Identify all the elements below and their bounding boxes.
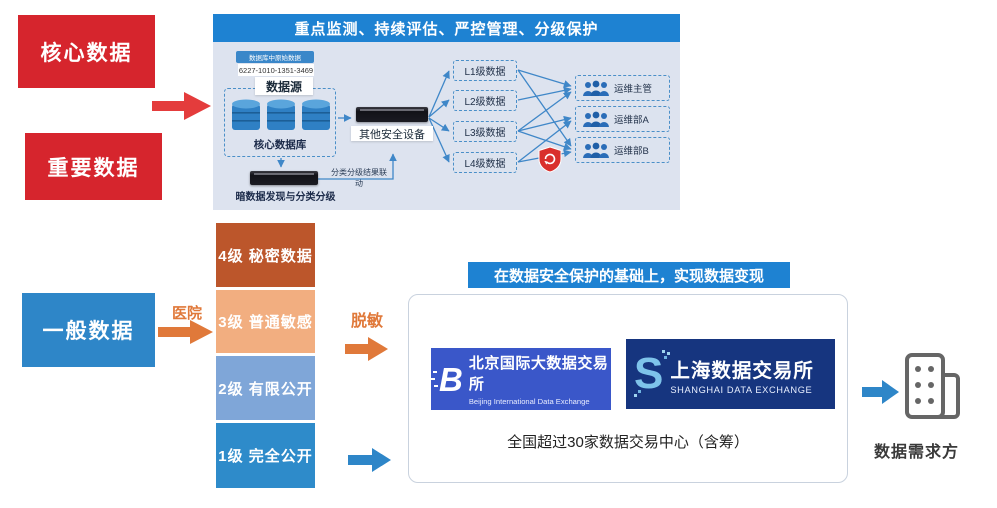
general-data-box: 一般数据: [22, 293, 155, 367]
class-level-1: 1级 完全公开: [216, 423, 315, 488]
security-device-label: 其他安全设备: [359, 128, 425, 141]
class-level-2: 2级 有限公开: [216, 356, 315, 420]
ops-supervisor-label: 运维主管: [614, 84, 653, 95]
level-l1-box: L1级数据: [453, 60, 517, 81]
data-source-label: 数据源: [265, 79, 302, 94]
beijing-exchange-name-en: Beijing International Data Exchange: [468, 397, 590, 406]
linkage-label: 分类分级结果联动: [331, 168, 387, 188]
shanghai-exchange-name-en: SHANGHAI DATA EXCHANGE: [670, 384, 813, 395]
dark-data-device-icon: [250, 171, 318, 185]
class-level-4: 4级 秘密数据: [216, 223, 315, 287]
hospital-arrow: [158, 320, 213, 344]
team-icon: [583, 80, 609, 96]
shanghai-exchange-mark-icon: S: [634, 349, 665, 398]
class-level-3: 3级 普通敏感: [216, 290, 315, 353]
team-icon: [583, 142, 609, 158]
shield-sync-icon: [538, 146, 562, 173]
ops-dept-b-label: 运维部B: [614, 146, 649, 157]
database-icons: [232, 99, 330, 130]
level-l3-box: L3级数据: [453, 121, 517, 142]
card-number-value: 6227-1010-1351-3469: [238, 65, 314, 75]
ops-dept-b-box: 运维部B: [575, 137, 670, 163]
core-data-label: 核心数据: [40, 41, 133, 65]
ops-dept-a-label: 运维部A: [614, 115, 649, 126]
monetization-title-bar: 在数据安全保护的基础上，实现数据变现: [468, 262, 790, 288]
desensitize-label: 脱敏: [350, 313, 383, 330]
security-device-icon: [356, 107, 428, 122]
data-demand-label: 数据需求方: [874, 444, 960, 461]
hospital-label: 医院: [171, 305, 202, 322]
card-number-chip: 6227-1010-1351-3469: [238, 64, 314, 76]
beijing-exchange-mark-icon: B: [433, 363, 463, 396]
important-data-label: 重要数据: [47, 156, 140, 180]
dark-data-label: 暗数据发现与分类分级: [235, 192, 336, 203]
exchange-caption: 全国超过30家数据交易中心（含筹）: [507, 434, 749, 451]
red-arrow: [152, 92, 211, 120]
ops-dept-a-box: 运维部A: [575, 106, 670, 132]
important-data-box: 重要数据: [25, 133, 162, 200]
level-l4-box: L4级数据: [453, 152, 517, 173]
general-data-label: 一般数据: [42, 320, 135, 343]
monetization-title: 在数据安全保护的基础上，实现数据变现: [493, 267, 764, 285]
raw-data-tag-label: 数据库中原始数据: [249, 55, 301, 62]
public-data-arrow: [348, 448, 391, 472]
raw-data-tag: 数据库中原始数据: [236, 51, 314, 63]
level-l2-box: L2级数据: [453, 90, 517, 111]
security-device-chip: 其他安全设备: [351, 126, 433, 141]
shanghai-exchange-name-cn: 上海数据交易所: [670, 359, 814, 382]
team-icon: [583, 111, 609, 127]
core-data-box: 核心数据: [18, 15, 155, 88]
monitoring-panel-header: 重点监测、持续评估、严控管理、分级保护: [213, 14, 680, 42]
monitoring-panel-title: 重点监测、持续评估、严控管理、分级保护: [294, 20, 599, 38]
ops-supervisor-box: 运维主管: [575, 75, 670, 101]
shanghai-exchange-logo: S 上海数据交易所 SHANGHAI DATA EXCHANGE: [626, 339, 835, 409]
demand-arrow: [862, 380, 899, 404]
data-source-chip: 数据源: [255, 77, 313, 95]
beijing-exchange-logo: B 北京国际大数据交易所 Beijing International Data …: [431, 348, 611, 410]
desensitize-arrow: [345, 337, 388, 361]
core-db-label: 核心数据库: [253, 139, 307, 151]
beijing-exchange-name-cn: 北京国际大数据交易所: [468, 355, 609, 393]
building-icon: [905, 353, 960, 419]
